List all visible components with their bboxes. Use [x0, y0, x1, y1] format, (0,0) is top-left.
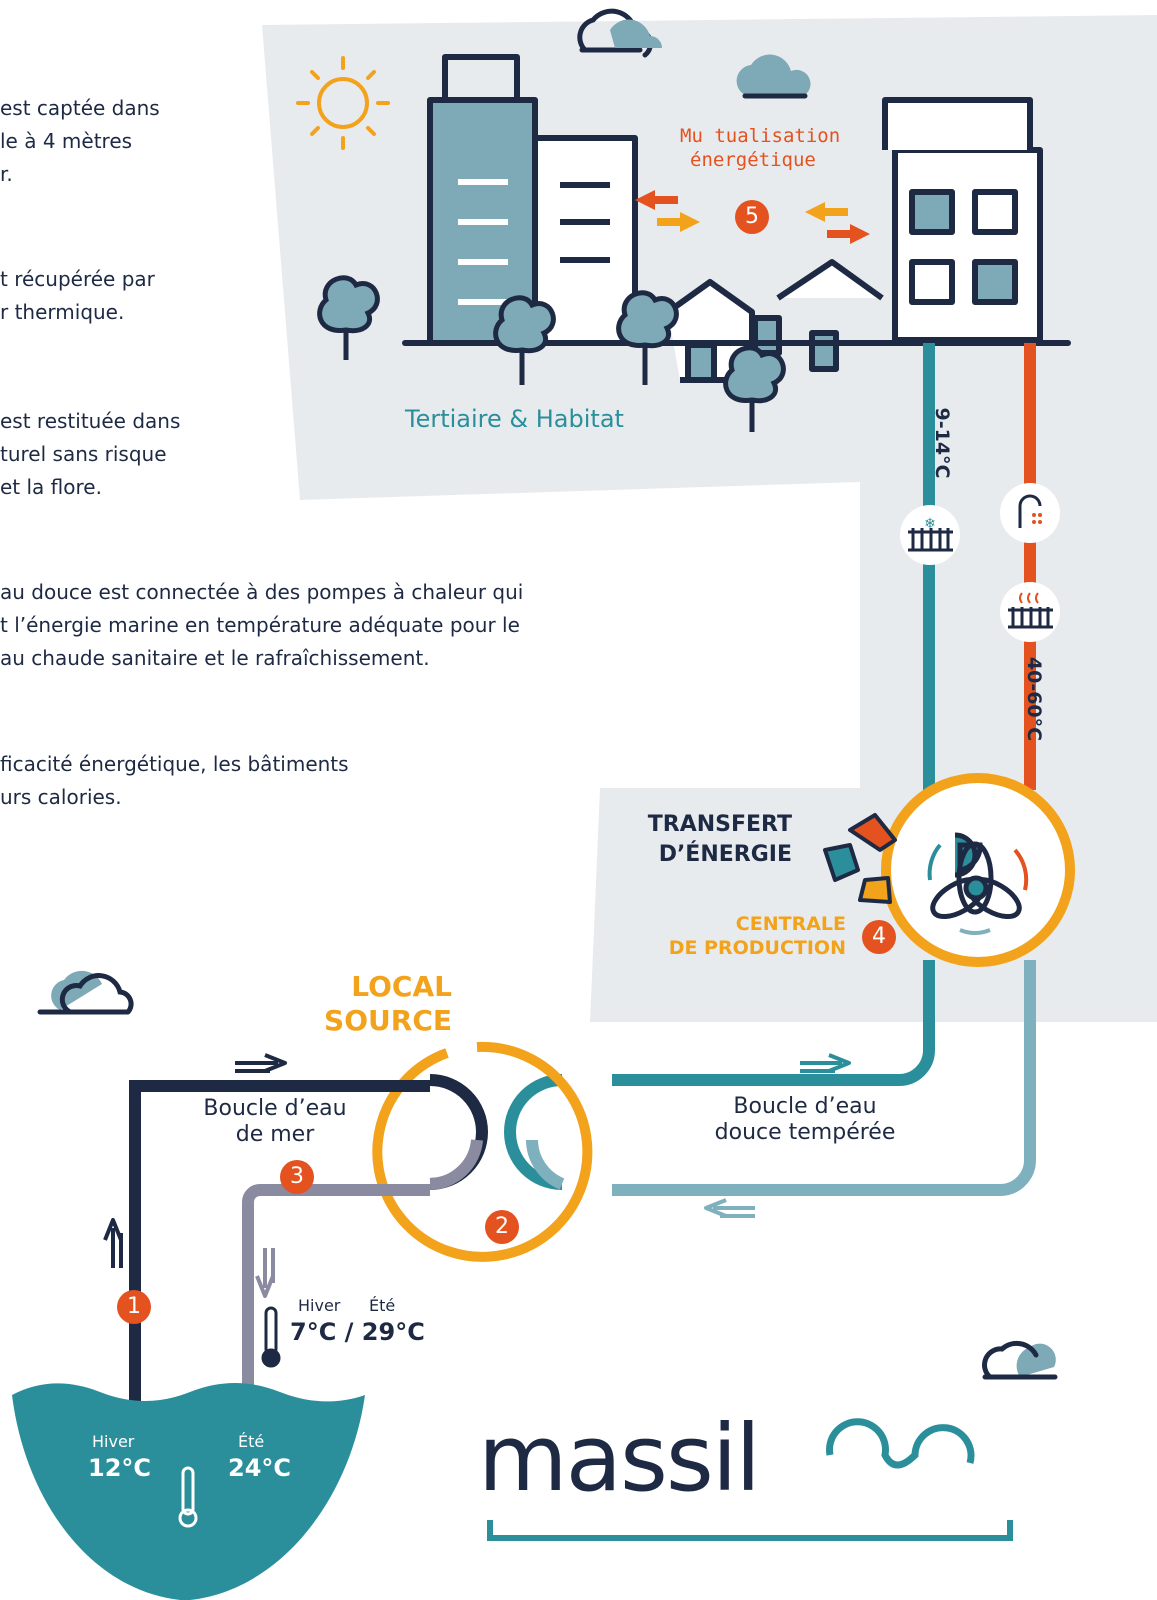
text-line: turel sans risque: [0, 442, 167, 466]
return-temp-winter: 7°C: [290, 1318, 337, 1346]
cloud-icon: [1016, 1343, 1056, 1377]
cold-temp-label: 9-14°C: [931, 407, 953, 479]
step-badge-4: 4: [862, 920, 896, 954]
thermometer-icon: [261, 1306, 281, 1368]
thermometer-icon: [178, 1466, 198, 1528]
text-line: est restituée dans: [0, 409, 181, 433]
description-paragraph-3: est restituée dans turel sans risque et …: [0, 405, 180, 504]
arrow-left-icon: [704, 1198, 755, 1218]
office-building: [427, 54, 638, 346]
fan-icon: [927, 832, 1029, 935]
transfert-label: TRANSFERT D’ÉNERGIE: [620, 810, 792, 870]
svg-text:massil: massil: [478, 1405, 759, 1512]
step-badge-3: 3: [280, 1160, 314, 1194]
apartment-building: [882, 97, 1043, 343]
text-line: t l’énergie marine en température adéqua…: [0, 613, 520, 637]
house-building: [666, 259, 884, 383]
return-hiver-label: Hiver: [298, 1296, 341, 1315]
text-line: énergétique: [690, 149, 816, 171]
massileo-logo: massil: [478, 1405, 1013, 1541]
cloud-icon: [736, 54, 811, 95]
fresh-loop-label: Boucle d’eau douce tempérée: [680, 1094, 930, 1146]
return-temp-summer: 29°C: [361, 1318, 425, 1346]
return-temp-values: 7°C / 29°C: [290, 1318, 425, 1346]
radiator-cold-icon: ❄: [900, 505, 960, 565]
hot-temp-label: 40-60°C: [1023, 656, 1045, 742]
arrow-up-icon: [103, 1218, 123, 1268]
exchanger-left-half-lower: [429, 1139, 483, 1190]
text-line: Boucle d’eau: [733, 1094, 877, 1119]
step-badge-2: 2: [485, 1210, 519, 1244]
text-line: t récupérée par: [0, 267, 155, 291]
text-line: et la flore.: [0, 475, 102, 499]
text-line: Boucle d’eau: [203, 1096, 347, 1121]
local-source-ring: [372, 1041, 593, 1262]
description-paragraph-4: au douce est connectée à des pompes à ch…: [0, 576, 523, 675]
sun-icon: [296, 56, 390, 150]
shower-icon: [1000, 483, 1060, 543]
text-line: SOURCE: [324, 1004, 452, 1037]
exchanger-right-half-lower: [526, 1139, 565, 1190]
cloud-icon: [982, 1340, 1058, 1380]
text-line: D’ÉNERGIE: [658, 842, 792, 867]
text-line: le à 4 mètres: [0, 129, 133, 153]
swap-arrows-icon: [635, 190, 870, 244]
sea-temp-winter: 12°C: [88, 1454, 152, 1482]
text-line: LOCAL: [351, 970, 452, 1003]
description-paragraph-5: ficacité énergétique, les bâtiments urs …: [0, 748, 349, 814]
sea-body: [12, 1383, 365, 1600]
cloud-icon: [37, 973, 134, 1015]
text-line: CENTRALE: [735, 913, 846, 935]
text-line: douce tempérée: [714, 1120, 896, 1145]
cloud-icon: [610, 19, 662, 48]
arrow-right-icon: [800, 1053, 851, 1073]
step-badge-5: 5: [735, 200, 769, 234]
tertiaire-label: Tertiaire & Habitat: [405, 405, 624, 433]
arrow-right-icon: [235, 1053, 287, 1073]
tree-icon: [317, 275, 786, 432]
fresh-water-return-pipe: [612, 960, 1036, 1196]
sea-hiver-label: Hiver: [92, 1432, 135, 1451]
centrale-label: CENTRALE DE PRODUCTION: [600, 912, 846, 960]
description-paragraph-2: t récupérée par r thermique.: [0, 263, 155, 329]
text-line: au chaude sanitaire et le rafraîchisseme…: [0, 646, 430, 670]
sea-water-return-pipe: [242, 1184, 430, 1410]
recycle-icon: [823, 813, 897, 904]
text-line: DE PRODUCTION: [668, 937, 846, 959]
text-line: TRANSFERT: [647, 812, 792, 837]
text-line: est captée dans: [0, 96, 160, 120]
text-line: de mer: [235, 1122, 315, 1147]
step-badge-1: 1: [117, 1290, 151, 1324]
text-line: urs calories.: [0, 785, 122, 809]
fresh-water-supply-pipe: [612, 960, 935, 1086]
mutualisation-label: Mu tualisation énergétique: [680, 124, 840, 172]
svg-text:❄: ❄: [924, 516, 936, 532]
description-paragraph-1: est captée dans le à 4 mètres r.: [0, 92, 160, 191]
text-line: Mu tualisation: [680, 125, 841, 147]
local-source-label: LOCAL SOURCE: [290, 970, 452, 1038]
sea-loop-label: Boucle d’eau de mer: [180, 1096, 370, 1148]
radiator-hot-icon: [1000, 582, 1060, 642]
text-line: au douce est connectée à des pompes à ch…: [0, 580, 524, 604]
sea-temp-summer: 24°C: [228, 1454, 292, 1482]
text-line: ficacité énergétique, les bâtiments: [0, 752, 349, 776]
return-ete-label: Été: [369, 1296, 396, 1315]
exchanger-right-half: [504, 1074, 563, 1190]
separator: /: [344, 1318, 354, 1346]
arrow-down-icon: [255, 1248, 275, 1298]
text-line: r thermique.: [0, 300, 125, 324]
text-line: r.: [0, 162, 13, 186]
sea-ete-label: Été: [238, 1432, 265, 1451]
centrale-ring: [881, 773, 1075, 967]
